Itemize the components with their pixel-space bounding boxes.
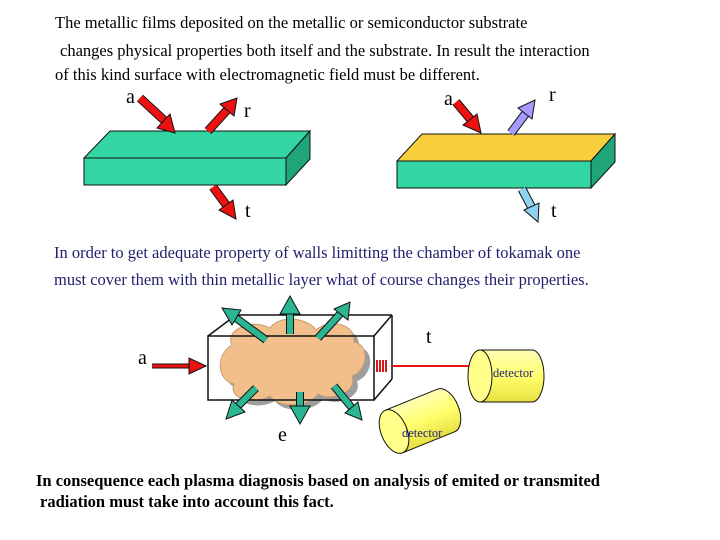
emitted-arrow-up <box>279 294 301 334</box>
label-transmitted-tokamak: t <box>426 326 432 348</box>
intro-line-3: of this kind surface with electromagneti… <box>55 65 480 84</box>
label-transmitted-right: t <box>551 200 557 222</box>
incident-arrow-right <box>452 99 482 134</box>
label-transmitted-left: t <box>245 200 251 222</box>
conclusion-line-1: In consequence each plasma diagnosis bas… <box>36 471 600 490</box>
emitted-arrow-upright <box>315 301 351 341</box>
emitted-arrow-downright <box>330 383 363 421</box>
middle-line-2: must cover them with thin metallic layer… <box>54 270 589 289</box>
middle-line-1: In order to get adequate property of wal… <box>54 243 581 262</box>
detector-right <box>467 349 545 403</box>
detector-right-label: detector <box>493 366 534 380</box>
intro-line-2: changes physical properties both itself … <box>60 41 590 60</box>
intro-line-1: The metallic films deposited on the meta… <box>55 13 528 32</box>
reflected-arrow-right <box>507 99 536 136</box>
window-marks <box>376 360 387 372</box>
reflected-arrow-left <box>204 97 238 135</box>
yellow-slab <box>395 132 617 190</box>
label-incident-right: a <box>444 88 453 110</box>
emitted-arrow-upleft <box>221 307 269 344</box>
conclusion-line-2: radiation must take into account this fa… <box>40 492 334 511</box>
label-incident-tokamak: a <box>138 347 147 369</box>
label-reflected-left: r <box>244 100 251 122</box>
green-slab <box>82 129 312 187</box>
label-reflected-right: r <box>549 84 556 106</box>
transmitted-arrow-left <box>209 184 237 220</box>
transmitted-arrow-right <box>518 186 540 224</box>
emitted-arrow-downleft <box>225 385 259 420</box>
emitted-arrow-down <box>289 392 311 426</box>
label-incident-left: a <box>126 86 135 108</box>
label-emitted-tokamak: e <box>278 424 287 446</box>
incident-arrow-left <box>136 94 176 134</box>
incident-arrow-tokamak <box>152 357 208 375</box>
detector-bottom <box>378 388 462 454</box>
chamber-box <box>207 314 393 401</box>
detector-bottom-label: detector <box>402 426 443 440</box>
